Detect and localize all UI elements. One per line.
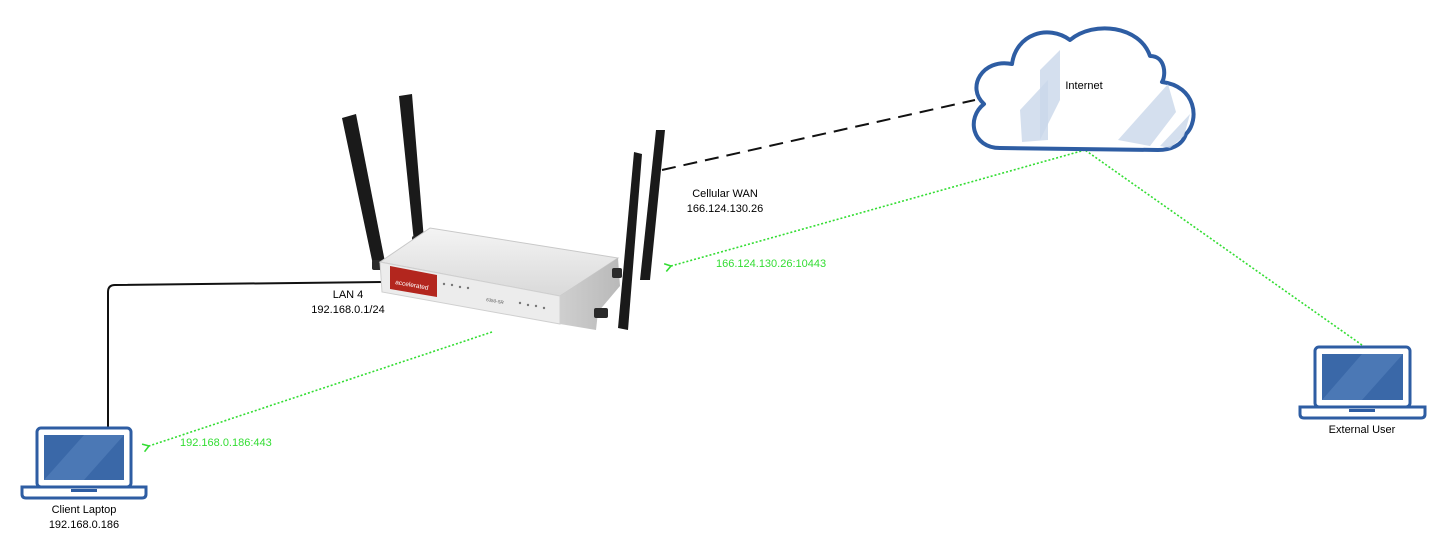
external-user-laptop-icon [1298,345,1427,420]
cellular-wan-ip: 166.124.130.26 [687,203,763,215]
lan-label: LAN 4 [333,289,364,301]
router-device: accelerated 6350-SR [342,94,665,330]
forward-target-label: 192.168.0.186:443 [180,437,272,449]
cellular-link-line [661,99,976,171]
client-laptop-ip: 192.168.0.186 [49,519,119,531]
flow-external-to-internet [1084,149,1363,346]
router-model-label: 6350-SR [486,297,505,305]
cellular-wan-label: Cellular WAN [692,188,758,200]
antenna-icon [618,130,665,330]
lan-ip: 192.168.0.1/24 [311,304,384,316]
internet-label: Internet [1065,80,1102,92]
forward-destination-label: 166.124.130.26:10443 [716,258,826,270]
internet-cloud-icon: Internet [971,26,1196,152]
flow-router-to-client [141,331,493,453]
client-laptop-label: Client Laptop [52,504,117,516]
external-user-label: External User [1329,424,1396,436]
lan-cable-line [107,281,384,428]
brand-logo: accelerated [390,266,437,297]
client-laptop-icon [20,426,148,500]
